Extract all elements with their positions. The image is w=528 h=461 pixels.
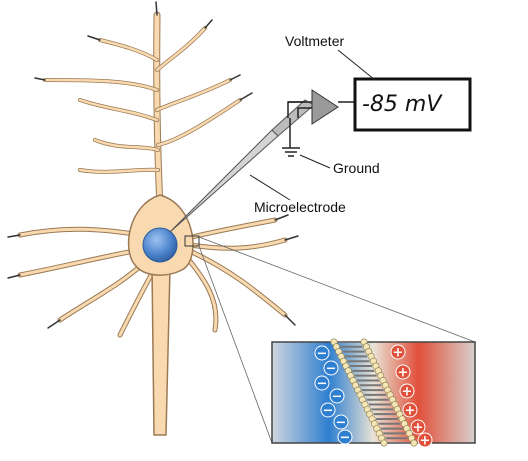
- neuron-soma: [127, 194, 194, 276]
- negative-ion-sign: −: [317, 347, 328, 362]
- voltmeter-box: [353, 77, 472, 132]
- positive-ion: [395, 364, 411, 380]
- zoom-guides: [198, 236, 476, 444]
- lipid-head: [410, 439, 418, 447]
- negative-ion-sign: −: [336, 416, 347, 431]
- positive-ion-sign: +: [402, 385, 413, 400]
- leader-lines: [249, 49, 376, 201]
- voltmeter-label: Voltmeter: [285, 33, 345, 49]
- outside-ions: ++++++: [390, 344, 433, 449]
- positive-ion-sign: +: [398, 366, 409, 381]
- positive-ion: [402, 402, 418, 418]
- positive-ion-sign: +: [405, 404, 416, 419]
- nucleus: [142, 227, 178, 263]
- negative-ion-sign: −: [332, 390, 343, 405]
- negative-ion-sign: −: [317, 377, 328, 392]
- negative-ion: [333, 414, 349, 430]
- negative-ion-sign: −: [340, 431, 351, 446]
- membrane-inset: −−−−−−− ++++++: [271, 338, 476, 449]
- negative-ion: [337, 429, 353, 445]
- negative-ion: [314, 345, 330, 361]
- inside-ions: −−−−−−−: [314, 345, 353, 446]
- positive-ion: [399, 383, 415, 399]
- amplifier-icon: [311, 89, 339, 125]
- negative-ion: [329, 388, 345, 404]
- negative-ion: [323, 360, 339, 376]
- positive-ion: [410, 419, 426, 435]
- lipid-bilayer: [330, 338, 418, 447]
- circuit-wires: [287, 101, 355, 148]
- positive-ion: [390, 344, 406, 360]
- microelectrode-label: Microelectrode: [254, 199, 346, 215]
- negative-ion-sign: −: [323, 404, 334, 419]
- positive-ion-sign: +: [413, 421, 424, 436]
- axon: [151, 267, 171, 436]
- positive-ion: [417, 432, 433, 448]
- negative-ion: [314, 375, 330, 391]
- voltmeter-reading: -85 mV: [362, 92, 442, 117]
- zoom-marker: [184, 235, 200, 247]
- negative-ion-sign: −: [326, 362, 337, 377]
- positive-ion-sign: +: [420, 434, 431, 449]
- negative-ion: [320, 402, 336, 418]
- positive-ion-sign: +: [393, 346, 404, 361]
- ground-icon: [282, 147, 300, 157]
- neuron-dendrites: [7, 1, 299, 338]
- ground-label: Ground: [333, 160, 380, 176]
- lipid-head: [380, 439, 388, 447]
